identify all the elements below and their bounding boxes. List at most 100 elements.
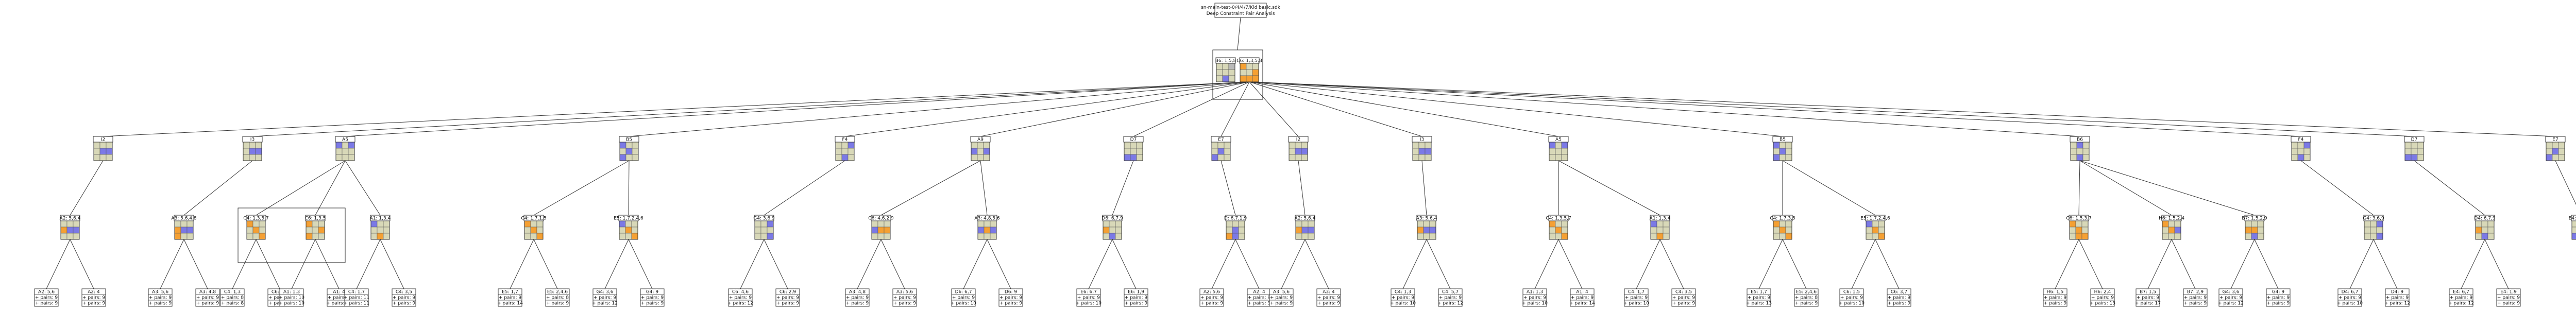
tree-edge xyxy=(315,160,346,216)
leaf-node-13-text-2: + pairs: 9 xyxy=(641,296,664,301)
leaf-node-32-box xyxy=(1747,288,1771,307)
root-node-0-cell xyxy=(1228,75,1235,82)
level1-node-7-label: E7 xyxy=(1218,137,1224,143)
level2-node-11-cell xyxy=(1238,227,1245,234)
level2-node-3: C6: 1,3,5 xyxy=(305,215,326,240)
leaf-node-29-text-1: A1: 4 xyxy=(1576,290,1588,295)
leaf-node-25-box xyxy=(1316,288,1341,307)
tree-edge xyxy=(1875,239,1900,289)
level2-node-18-cell xyxy=(2069,220,2076,228)
level2-node-19-cell xyxy=(2174,227,2181,234)
level2-node-4-cell xyxy=(383,227,390,234)
leaf-node-34-text-2: + pairs: 9 xyxy=(1840,296,1863,301)
leaf-node-17-text-2: + pairs: 9 xyxy=(893,296,916,301)
tree-edge xyxy=(291,239,316,289)
level1-node-2-cell xyxy=(335,148,343,155)
leaf-node-34-box xyxy=(1839,288,1864,307)
level1-node-1-cell xyxy=(249,154,256,161)
leaf-node-14-text-3: + pairs: 12 xyxy=(727,301,753,306)
leaf-node-31-text-2: + pairs: 9 xyxy=(1672,296,1695,301)
leaf-node-25-text-3: + pairs: 9 xyxy=(1317,301,1340,306)
level2-node-11-cell xyxy=(1226,233,1233,240)
level2-node-20-cell xyxy=(2245,227,2252,234)
level2-node-19-label: H6: 1,5,2,4 xyxy=(2159,216,2184,221)
leaf-node-38-box xyxy=(2136,288,2160,307)
leaf-node-42-text-2: + pairs: 9 xyxy=(2338,296,2361,301)
level2-node-0-cell xyxy=(73,227,80,234)
level2-node-11-cell xyxy=(1238,220,1245,228)
leaf-node-32: E5: 1,7+ pairs: 9+ pairs: 13 xyxy=(1746,288,1772,307)
level1-node-9-cell xyxy=(1425,148,1432,155)
level2-node-21-cell xyxy=(2364,220,2371,228)
tree-edge xyxy=(533,160,630,216)
level2-node-19-cell xyxy=(2168,233,2175,240)
tree-edge xyxy=(987,239,1011,289)
level2-node-10-cell xyxy=(1103,220,1110,228)
leaf-node-9-text-3: + pairs: 9 xyxy=(393,301,415,306)
leaf-node-37-text-1: H6: 2,4 xyxy=(2094,290,2111,295)
tree-edge xyxy=(2147,239,2172,289)
title-box: sn-main-test-0/4/4/7/Kld basic.sdk Deep … xyxy=(1201,3,1281,18)
level1-node-15-cell xyxy=(2552,154,2559,161)
leaf-node-16-text-1: A3: 4,8 xyxy=(849,290,866,295)
level2-node-2-cell xyxy=(246,220,253,228)
level2-node-22-cell xyxy=(2475,220,2482,228)
leaf-node-37: H6: 2,4+ pairs: 9+ pairs: 13 xyxy=(2090,288,2115,307)
leaf-node-41-text-3: + pairs: 9 xyxy=(2267,301,2290,306)
level2-node-5-cell xyxy=(536,227,544,234)
level2-node-21: G4: 3,6,9 xyxy=(2363,215,2384,240)
level1-node-5-cell xyxy=(983,148,990,155)
level1-node-7-cell xyxy=(1224,148,1231,155)
level2-node-17-cell xyxy=(1872,227,1879,234)
level2-node-0-cell xyxy=(66,233,74,240)
tree-edge xyxy=(1221,160,1236,216)
level2-node-5-cell xyxy=(530,227,537,234)
leaf-node-36-box xyxy=(2043,288,2067,307)
level1-node-11-cell xyxy=(1779,154,1786,161)
level2-node-11: D: 6,7,1,9 xyxy=(1224,215,1247,240)
leaf-node-15-text-3: + pairs: 9 xyxy=(776,301,799,306)
level1-node-6-cell xyxy=(1130,142,1137,149)
leaf-node-10: E5: 1,7+ pairs: 9+ pairs: 14 xyxy=(497,288,523,307)
level1-node-2-grid-border xyxy=(335,142,355,161)
level1-node-14-cell xyxy=(2411,148,2418,155)
level1-node-3: B5 xyxy=(619,136,639,161)
level1-node-9-cell xyxy=(1425,154,1432,161)
leaf-node-21-text-1: E6: 1,9 xyxy=(1128,290,1144,295)
leaf-node-38: B7: 1,5+ pairs: 9+ pairs: 17 xyxy=(2135,288,2161,307)
level2-node-6-label: E5: 1,7,2,4,6 xyxy=(614,216,643,221)
leaf-node-14-box xyxy=(728,288,753,307)
level1-node-15-cell xyxy=(2546,148,2553,155)
leaf-node-6: A1: 1,3+ pairs: 10+ pairs: 10 xyxy=(279,288,304,307)
leaf-node-45-text-2: + pairs: 9 xyxy=(2497,296,2520,301)
root-node-0-cell xyxy=(1222,69,1229,76)
level1-node-8-cell xyxy=(1301,148,1308,155)
level2-node-18-cell xyxy=(2069,233,2076,240)
level2-node-22-cell xyxy=(2475,227,2482,234)
level2-node-5-cell xyxy=(536,220,544,228)
leaf-node-22-text-2: + pairs: 9 xyxy=(1200,296,1223,301)
tree-edge xyxy=(1304,239,1329,289)
level1-node-11: B5 xyxy=(1772,136,1793,161)
level2-node-11-cell xyxy=(1232,227,1239,234)
level1-node-10-cell xyxy=(1561,148,1568,155)
level2-node-3-cell xyxy=(312,227,319,234)
tree-edge xyxy=(1281,239,1306,289)
leaf-node-23-text-2: + pairs: 9 xyxy=(1248,296,1270,301)
level1-node-15-grid-border xyxy=(2546,142,2565,161)
leaf-node-22-text-3: + pairs: 9 xyxy=(1200,301,1223,306)
tree-edge xyxy=(1133,81,1250,137)
tree-edge xyxy=(1088,239,1113,289)
level1-node-14-cell xyxy=(2404,154,2412,161)
level2-node-6-cell xyxy=(619,220,626,228)
leaf-node-22-text-1: A2: 5,6 xyxy=(1204,290,1220,295)
tree-edge xyxy=(2079,160,2172,216)
level2-node-20-cell xyxy=(2251,227,2258,234)
level1-node-11-cell xyxy=(1773,154,1780,161)
level1-node-0-cell xyxy=(106,154,113,161)
level1-node-9-cell xyxy=(1412,142,1419,149)
leaf-node-43-text-3: + pairs: 12 xyxy=(2384,301,2410,306)
leaf-node-1-text-3: + pairs: 9 xyxy=(82,301,105,306)
level2-node-12-cell xyxy=(1301,227,1309,234)
